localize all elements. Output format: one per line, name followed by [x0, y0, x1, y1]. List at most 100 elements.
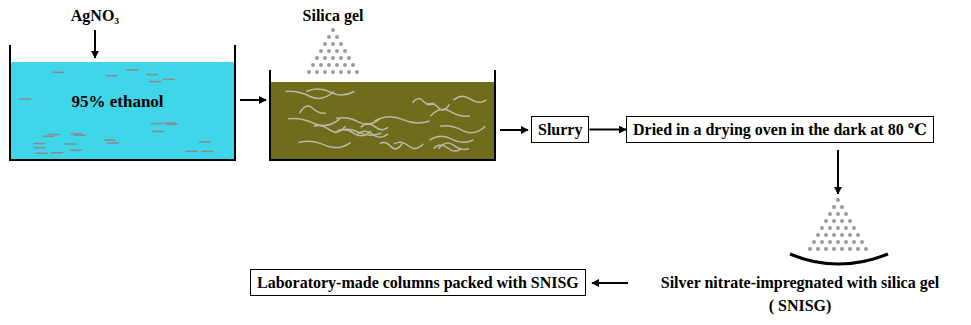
ethanol-liquid: [11, 62, 234, 159]
dash: [146, 74, 158, 76]
squiggle: [433, 145, 461, 151]
grain: [331, 56, 335, 60]
grain: [335, 49, 339, 53]
grain: [856, 247, 860, 251]
grain: [327, 35, 331, 39]
liquid-texture: [19, 70, 213, 153]
grain: [832, 233, 836, 237]
grain: [816, 233, 820, 237]
grain: [820, 240, 824, 244]
grain: [319, 63, 323, 67]
grain: [832, 219, 836, 223]
squiggle: [413, 99, 435, 105]
node-text: Laboratory-made columns packed with SNIS…: [257, 273, 579, 292]
silica-gel-pile: [307, 28, 359, 74]
grain: [315, 70, 319, 74]
dash: [149, 81, 161, 83]
grain: [820, 226, 824, 230]
dash: [35, 152, 47, 154]
grain: [347, 70, 351, 74]
grain: [323, 42, 327, 46]
grain: [311, 63, 315, 67]
node-text: Dried in a drying oven in the dark at 80…: [633, 120, 927, 139]
squiggle: [453, 96, 486, 102]
arrow: [500, 129, 528, 131]
grain: [824, 247, 828, 251]
grain: [343, 63, 347, 67]
grain: [852, 240, 856, 244]
grain: [844, 212, 848, 216]
grain: [836, 212, 840, 216]
grain: [828, 240, 832, 244]
arrow: [240, 99, 266, 101]
grain: [315, 56, 319, 60]
process-box: Dried in a drying oven in the dark at 80…: [626, 116, 934, 143]
grain: [824, 233, 828, 237]
squiggle: [299, 141, 351, 147]
grain: [808, 247, 812, 251]
squiggle: [430, 136, 474, 142]
dash: [126, 69, 138, 71]
label: Silica gel: [303, 6, 364, 25]
grain: [816, 247, 820, 251]
dash: [199, 141, 211, 143]
grain: [840, 219, 844, 223]
dash: [152, 131, 164, 133]
beaker-outline: [270, 70, 495, 160]
grain: [343, 49, 347, 53]
dash: [48, 134, 60, 136]
dash: [42, 135, 54, 137]
grain: [307, 70, 311, 74]
dash: [106, 75, 118, 77]
dash: [164, 122, 176, 124]
grain: [832, 247, 836, 251]
grain: [327, 49, 331, 53]
arrow: [592, 282, 628, 284]
node-text: 95% ethanol: [72, 92, 164, 112]
grain: [848, 233, 852, 237]
process-box: Laboratory-made columns packed with SNIS…: [250, 269, 586, 296]
squiggle: [431, 109, 470, 116]
snisg-pile: [808, 198, 868, 251]
grain: [844, 226, 848, 230]
arrow: [837, 150, 839, 194]
grain: [828, 226, 832, 230]
grain: [812, 240, 816, 244]
grain: [840, 247, 844, 251]
slurry-texture: [286, 89, 487, 151]
flow-arrow: [589, 129, 626, 131]
grain: [848, 219, 852, 223]
dash: [71, 133, 83, 135]
dash: [70, 150, 82, 152]
squiggle: [440, 126, 485, 133]
dash: [65, 143, 77, 145]
grain: [840, 205, 844, 209]
process-box: Slurry: [531, 116, 589, 143]
grain: [860, 240, 864, 244]
grain: [836, 198, 840, 202]
grain: [323, 70, 327, 74]
dash: [104, 139, 116, 141]
grain: [836, 226, 840, 230]
squiggle: [286, 91, 334, 98]
grain: [335, 63, 339, 67]
dash: [151, 123, 163, 125]
grain: [331, 42, 335, 46]
grain: [832, 205, 836, 209]
dash: [201, 151, 213, 153]
grain: [355, 70, 359, 74]
dash: [33, 143, 45, 145]
grain: [856, 233, 860, 237]
squiggle: [299, 106, 325, 113]
grain: [836, 240, 840, 244]
arrow: [94, 30, 96, 58]
grain: [335, 35, 339, 39]
label: AgNO₃: [71, 6, 119, 25]
squiggle: [314, 126, 346, 133]
grain: [323, 56, 327, 60]
squiggle: [288, 119, 340, 126]
dash: [51, 152, 63, 154]
label: ( SNISG): [769, 296, 832, 315]
grain: [331, 70, 335, 74]
